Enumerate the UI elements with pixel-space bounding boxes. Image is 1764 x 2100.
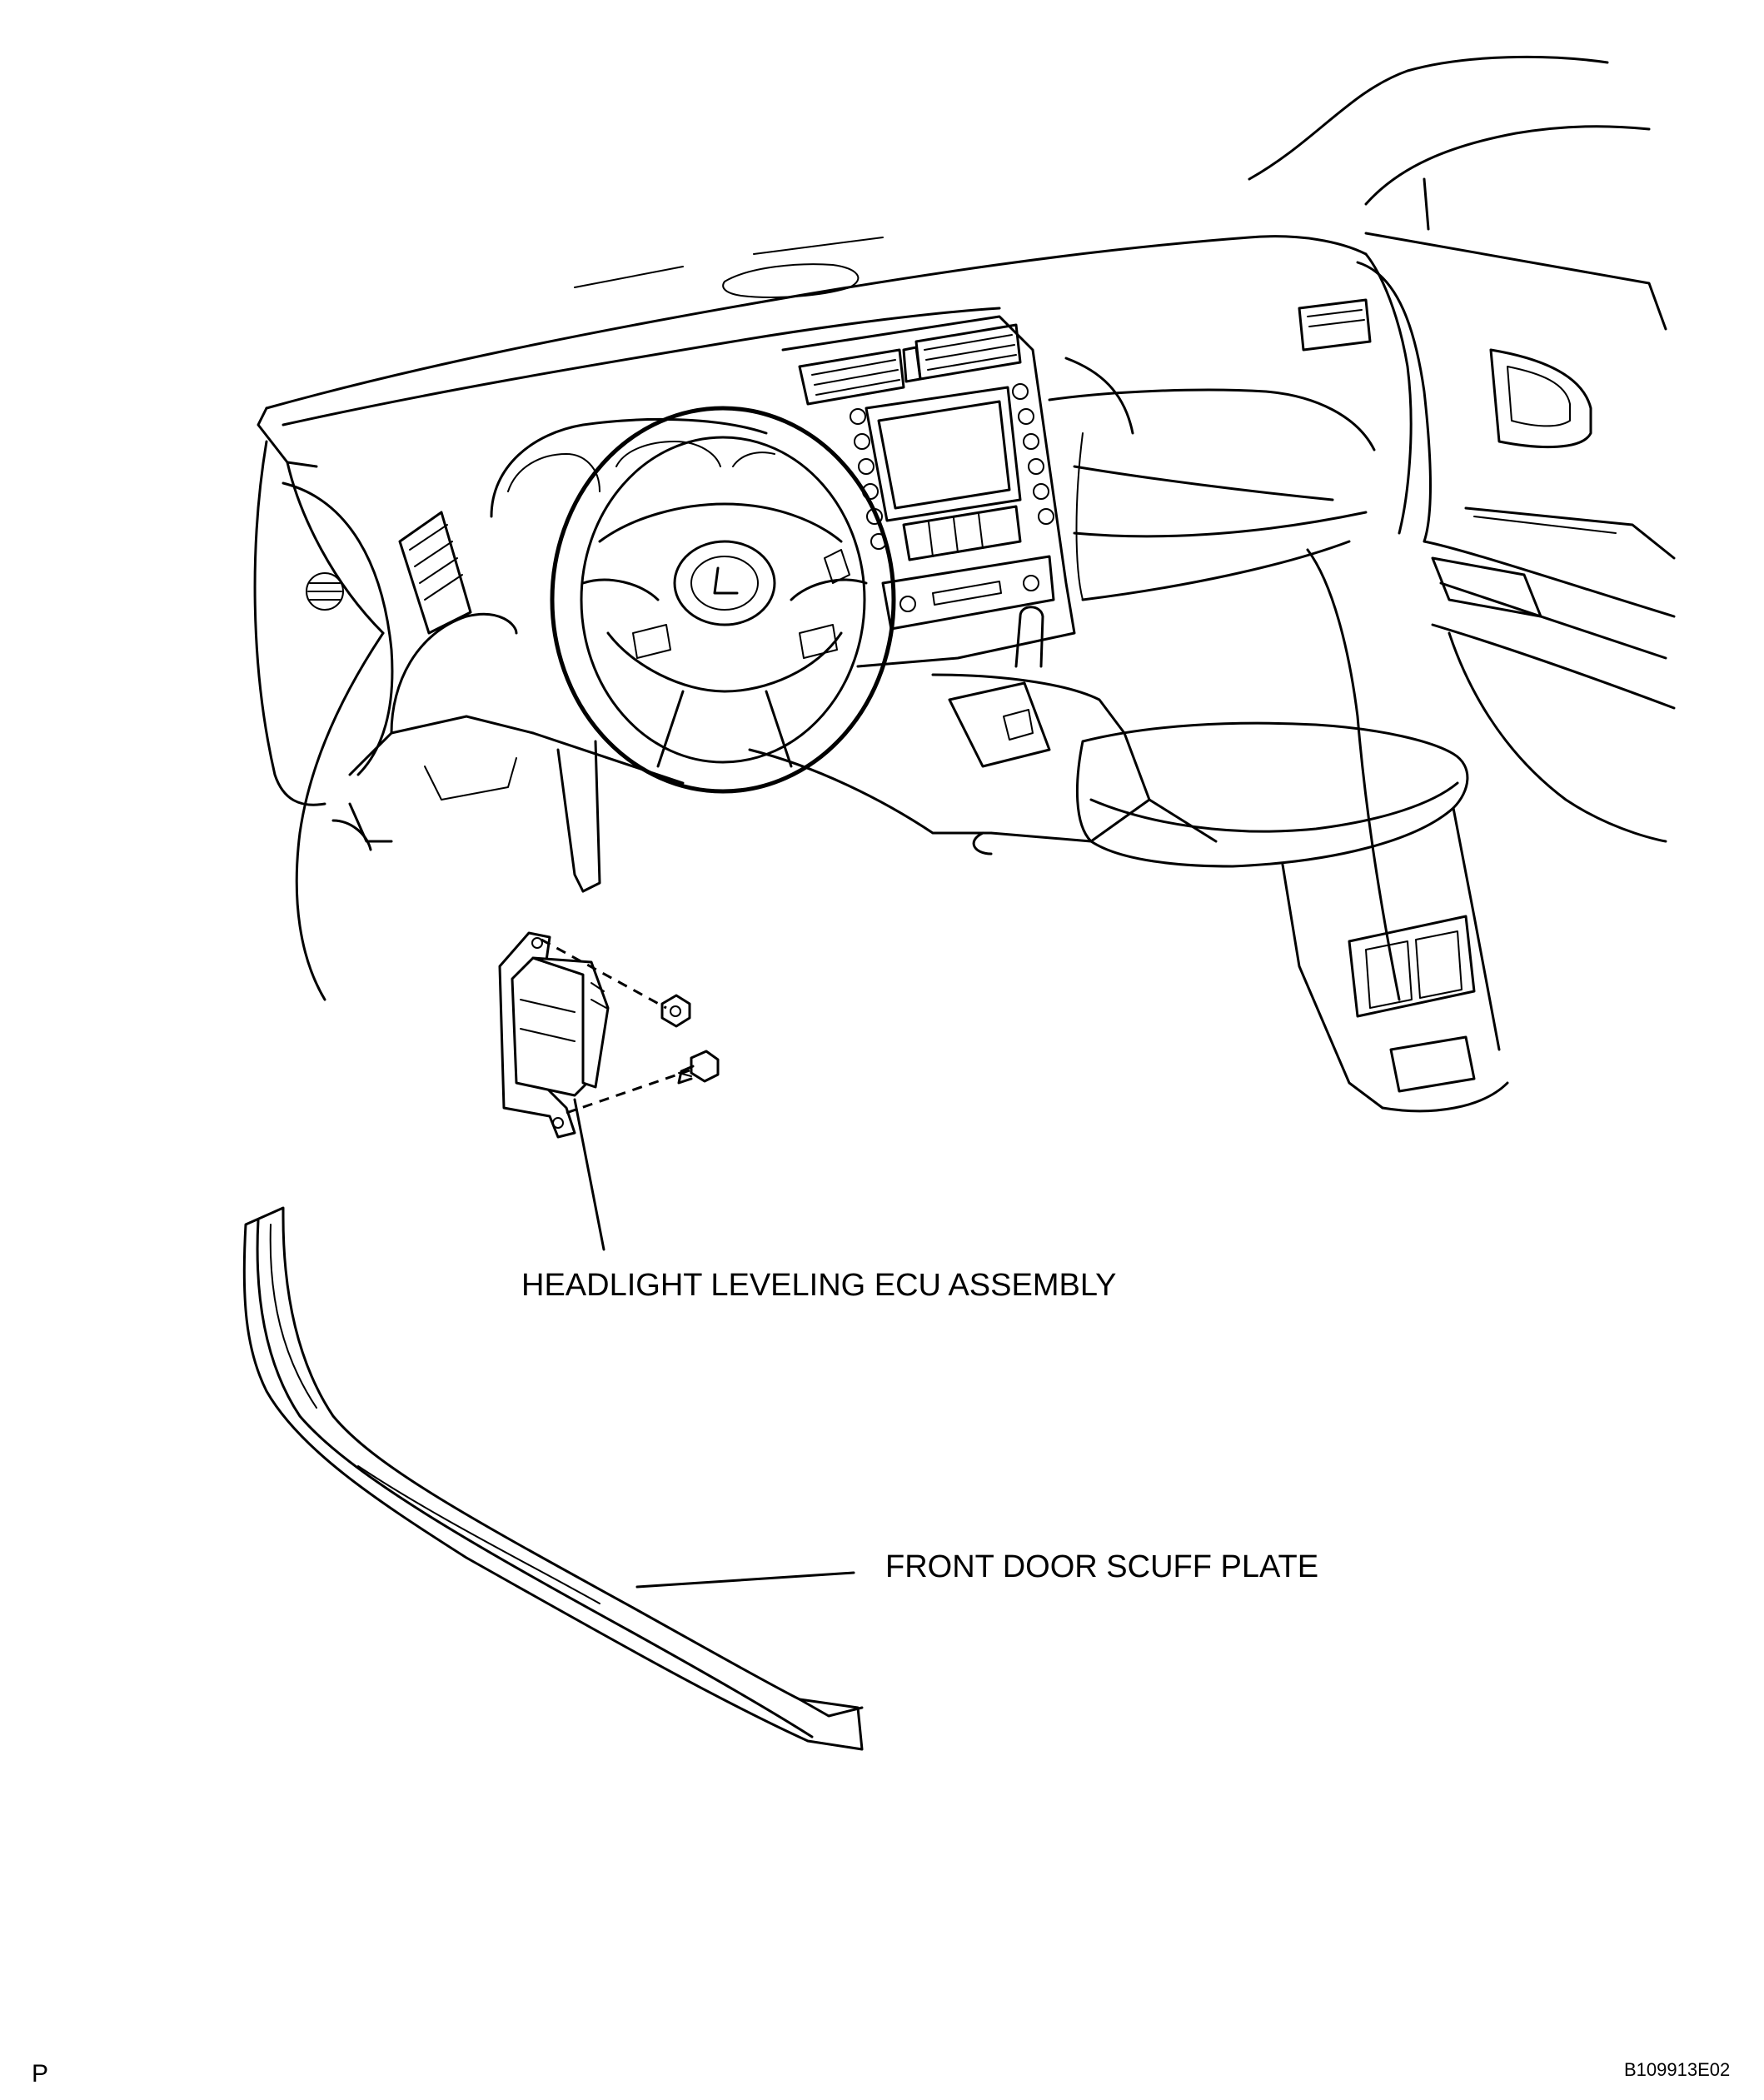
ecu-bolt: [677, 1050, 720, 1085]
nut-dashed-line: [541, 938, 667, 1010]
front-door-panel: [1298, 232, 1676, 1001]
windshield-outline: [1248, 55, 1651, 231]
figure-code: B109913E02: [1624, 2059, 1731, 2080]
front-door-scuff-plate: [242, 1206, 864, 1751]
side-panel: [282, 481, 535, 851]
scuff-plate-label: FRONT DOOR SCUFF PLATE: [885, 1549, 1319, 1584]
ecu-nut: [660, 994, 691, 1028]
ecu-leader-line: [573, 1098, 605, 1251]
left-air-vent: [398, 511, 472, 635]
center-console: [781, 315, 1076, 668]
bolt-dashed-line: [566, 1069, 690, 1115]
instrument-cluster: [490, 417, 775, 518]
headlight-leveling-ecu: [498, 931, 610, 1139]
ecu-label: HEADLIGHT LEVELING ECU ASSEMBLY: [521, 1268, 1117, 1303]
steering-wheel: [550, 406, 896, 794]
scuff-plate-leader-line: [635, 1571, 855, 1589]
console-knobs: [850, 383, 1054, 550]
floor-outline: [295, 631, 993, 1001]
dashboard: [253, 235, 1413, 806]
center-armrest: [931, 673, 1509, 1113]
gear-shifter: [948, 606, 1051, 768]
corner-mark-p: P: [32, 2060, 49, 2088]
